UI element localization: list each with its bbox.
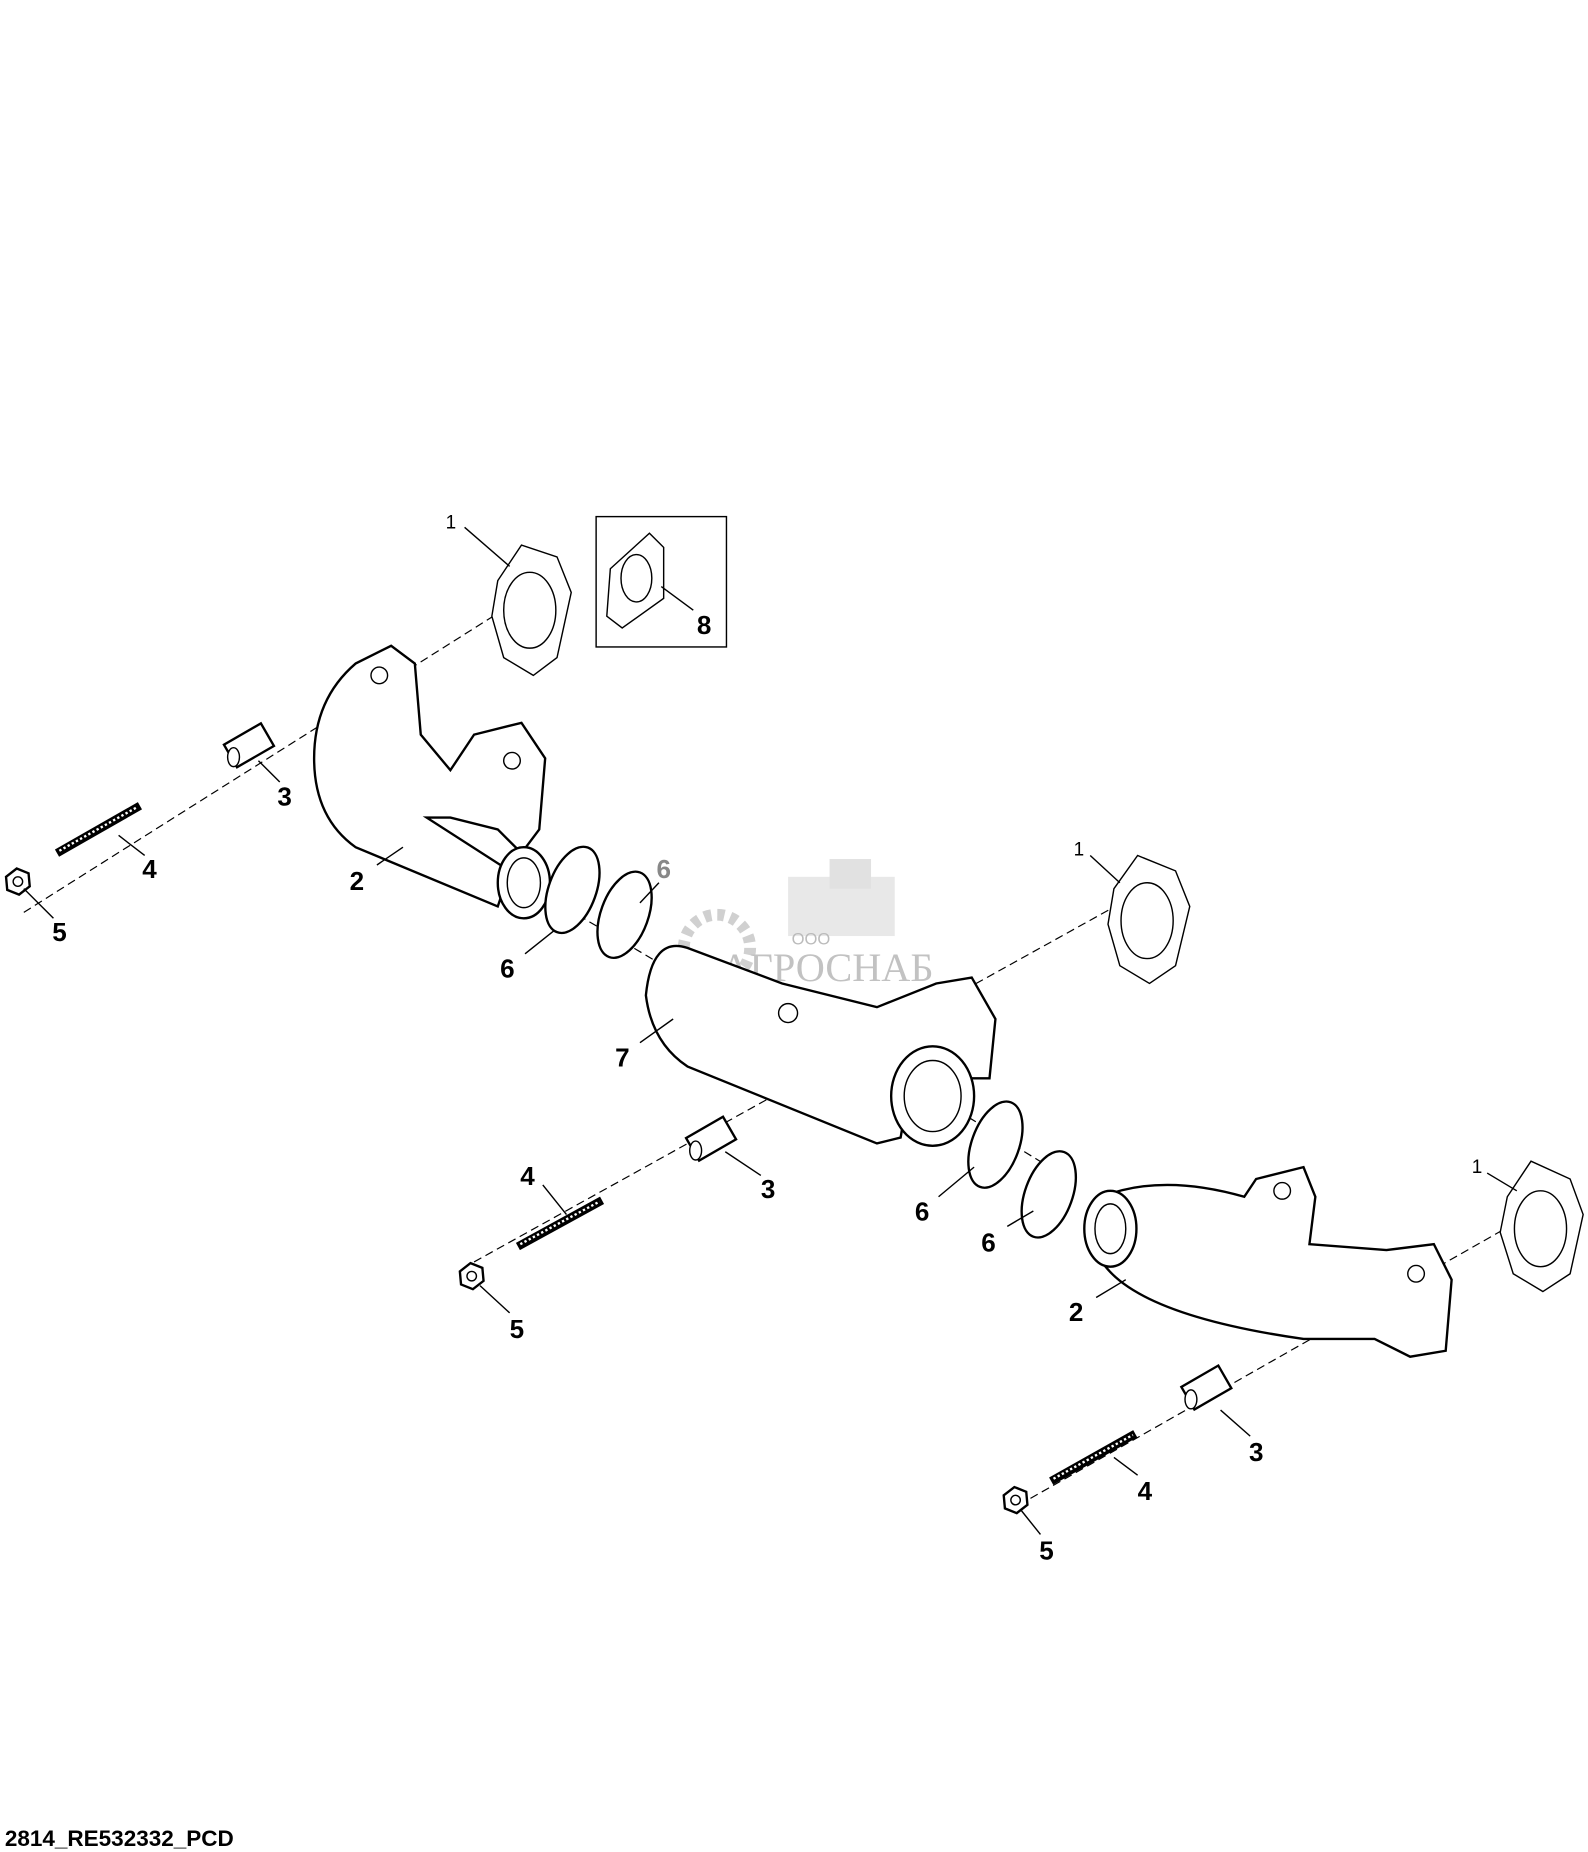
o-ring [544, 845, 601, 935]
gasket-8-hole [620, 553, 653, 603]
callout-5: 5 [1039, 1535, 1054, 1565]
callout-2: 2 [1069, 1297, 1084, 1327]
gasket-1-top [491, 544, 572, 677]
callout-8: 8 [697, 610, 712, 640]
o-ring [967, 1100, 1024, 1189]
watermark-prefix: ООО [792, 929, 831, 948]
callout-6: 6 [915, 1196, 930, 1226]
callout-3: 3 [761, 1174, 776, 1204]
exhaust-manifold-2-lower [1083, 1165, 1453, 1358]
callout-5: 5 [52, 917, 66, 947]
nut [4, 867, 31, 896]
nut [1002, 1485, 1029, 1515]
callout-1: 1 [1074, 839, 1085, 860]
exhaust-manifold-7-center [644, 944, 997, 1147]
callout-6: 6 [500, 954, 515, 984]
callout-1: 1 [1472, 1157, 1483, 1178]
o-ring [1020, 1150, 1078, 1239]
nut [458, 1261, 485, 1291]
spacer [222, 721, 276, 769]
axis-line [1018, 1208, 1541, 1506]
callout-1: 1 [446, 512, 457, 533]
callout-6: 6 [981, 1227, 995, 1257]
callout-5: 5 [510, 1314, 525, 1344]
callout-6: 6 [657, 854, 672, 884]
spacer [684, 1115, 738, 1163]
gasket-1-middle [1107, 854, 1191, 985]
callout-2: 2 [350, 866, 364, 896]
stud [515, 1196, 605, 1251]
callout-4: 4 [520, 1161, 535, 1191]
callout-7: 7 [615, 1042, 630, 1072]
gasket-1-bottom [1499, 1160, 1584, 1293]
axis-line [23, 597, 522, 913]
callout-3: 3 [1249, 1437, 1264, 1467]
inset-box [595, 515, 728, 648]
stud [54, 802, 142, 857]
spacer [1179, 1363, 1233, 1412]
callout-4: 4 [142, 854, 157, 884]
callout-4: 4 [1138, 1476, 1153, 1506]
drawing-caption: 2814_RE532332_PCD [5, 1826, 234, 1851]
stud [1049, 1430, 1138, 1485]
leader-lines [23, 526, 1518, 1535]
o-ring [596, 870, 653, 960]
callout-3: 3 [277, 782, 291, 812]
